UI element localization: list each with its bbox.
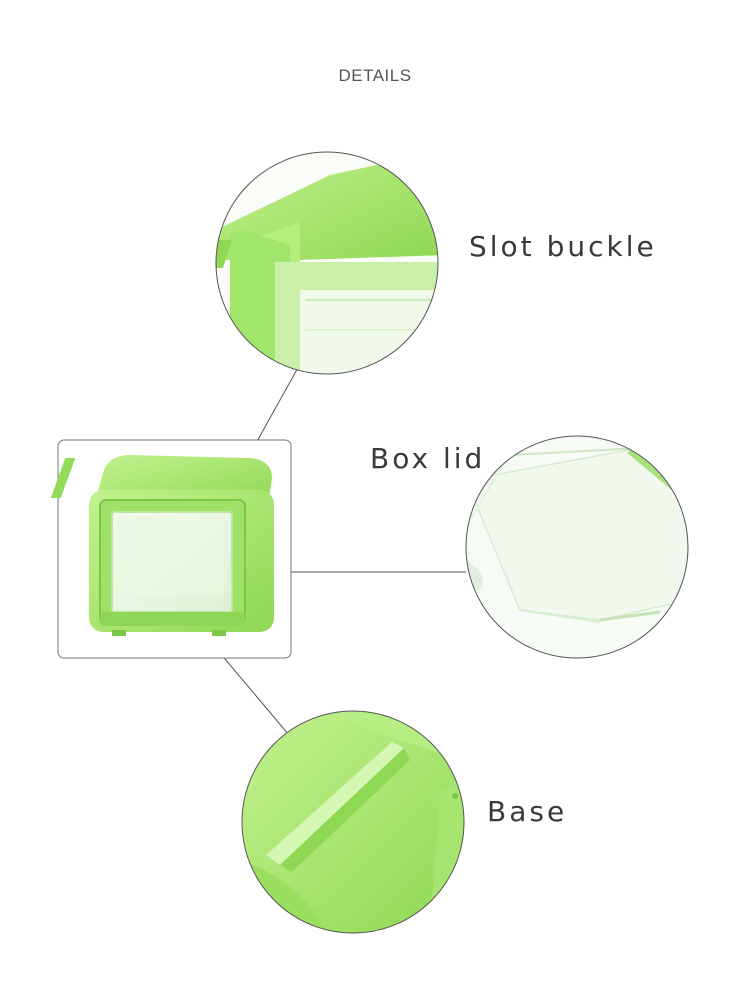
base-detail: [241, 710, 465, 934]
storage-box-image: [50, 455, 274, 636]
box-lid-detail: [465, 435, 689, 659]
section-heading: DETAILS: [338, 66, 412, 85]
base-label: Base: [487, 795, 568, 828]
slot-buckle-label: Slot buckle: [469, 230, 657, 263]
box-lid-label: Box lid: [370, 442, 486, 475]
slot-buckle-detail: [215, 151, 439, 375]
connector-base-line: [213, 645, 301, 749]
